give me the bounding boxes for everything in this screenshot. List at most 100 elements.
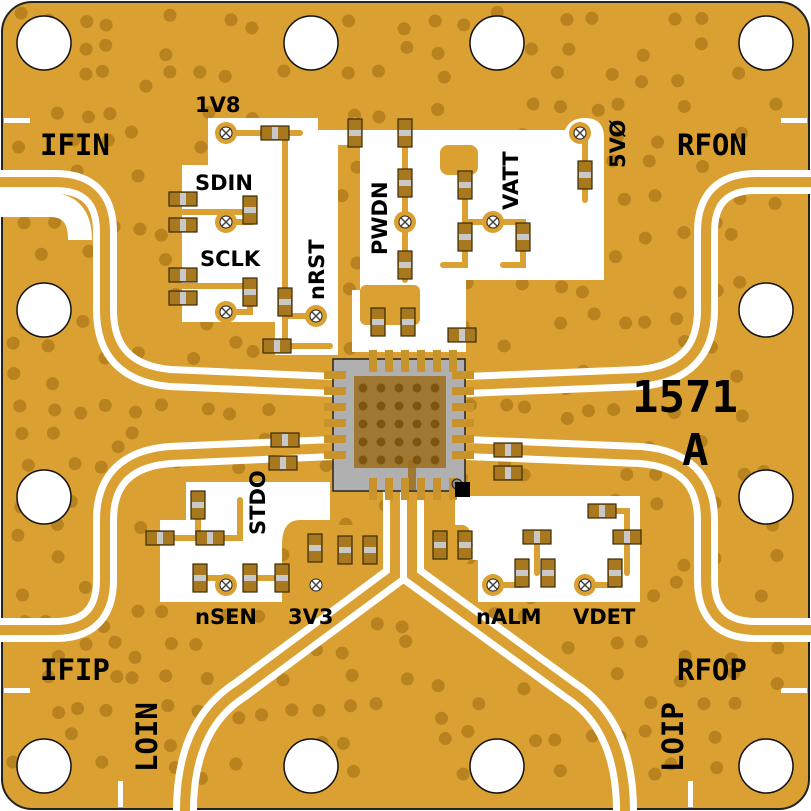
via <box>548 733 562 747</box>
via <box>560 411 574 425</box>
port-label-loip: LOIP <box>656 702 690 772</box>
smd-component <box>362 535 378 565</box>
via <box>99 703 113 717</box>
via <box>285 703 299 717</box>
port-label-rfop: RFOP <box>677 653 747 687</box>
via <box>51 649 65 663</box>
mounting-holes <box>16 15 794 794</box>
via <box>21 458 35 472</box>
via <box>201 402 215 416</box>
smd-component <box>260 125 290 141</box>
smd-component <box>337 535 353 565</box>
via <box>99 18 113 32</box>
via <box>610 130 624 144</box>
thermal-via <box>412 383 422 393</box>
via <box>255 708 269 722</box>
via <box>664 757 678 771</box>
test-point-icon <box>482 211 504 233</box>
mounting-hole <box>16 469 72 525</box>
thermal-via <box>376 455 386 465</box>
thermal-via <box>394 437 404 447</box>
signal-label-sclk: SCLK <box>200 247 261 271</box>
mounting-hole <box>283 15 339 71</box>
via <box>95 755 109 769</box>
via <box>488 607 502 621</box>
via <box>68 457 82 471</box>
signal-label-3v3: 3V3 <box>288 605 333 629</box>
chip-pin <box>401 350 409 372</box>
via <box>46 426 60 440</box>
via <box>608 250 622 264</box>
chip-pin <box>369 350 377 372</box>
mounting-hole <box>16 282 72 338</box>
signal-label-nsen: nSEN <box>195 605 257 629</box>
chip-pin <box>449 350 457 372</box>
via <box>400 40 414 54</box>
smd-component <box>274 563 290 593</box>
via <box>103 107 117 121</box>
via <box>11 528 25 542</box>
via <box>582 404 596 418</box>
via <box>461 724 475 738</box>
thermal-via <box>358 455 368 465</box>
via <box>525 42 539 56</box>
signal-label-nalm: nALM <box>476 605 541 629</box>
via <box>472 697 486 711</box>
via <box>610 667 624 681</box>
board-part-number: 1571 <box>632 372 738 423</box>
mounting-hole <box>469 738 525 794</box>
thermal-via <box>376 401 386 411</box>
via <box>221 608 235 622</box>
chip-pin <box>433 350 441 372</box>
via <box>735 409 749 423</box>
chip-pin <box>324 371 346 379</box>
via <box>649 467 663 481</box>
smd-component <box>397 118 413 148</box>
via <box>619 316 633 330</box>
smd-component <box>270 432 300 448</box>
via <box>232 711 246 725</box>
via <box>161 699 175 713</box>
via <box>277 64 291 78</box>
test-points <box>215 122 596 596</box>
via <box>94 460 108 474</box>
via <box>648 189 662 203</box>
via <box>695 11 709 25</box>
chip-pin <box>452 451 474 459</box>
smd-component <box>397 250 413 280</box>
via <box>312 703 326 717</box>
via <box>108 635 122 649</box>
smd-component <box>432 530 448 560</box>
via <box>187 352 201 366</box>
via <box>605 67 619 81</box>
signal-label-nrst: nRST <box>305 239 329 300</box>
via <box>638 315 652 329</box>
smd-component <box>242 277 258 307</box>
via <box>194 140 208 154</box>
via <box>64 727 78 741</box>
via <box>697 697 711 711</box>
via <box>34 247 48 261</box>
via <box>438 732 452 746</box>
smd-component <box>277 287 293 317</box>
via <box>560 12 574 26</box>
via <box>500 398 514 412</box>
via <box>12 140 26 154</box>
thermal-via <box>430 455 440 465</box>
smd-component <box>145 530 175 546</box>
via <box>370 617 384 631</box>
via <box>13 399 27 413</box>
via <box>200 671 214 685</box>
smd-component <box>195 530 225 546</box>
via <box>555 280 569 294</box>
via <box>724 227 738 241</box>
via <box>99 38 113 52</box>
via <box>400 672 414 686</box>
via <box>768 196 782 210</box>
via <box>770 548 784 562</box>
via <box>125 671 139 685</box>
via <box>518 400 532 414</box>
via <box>667 406 681 420</box>
via <box>585 11 599 25</box>
test-point-icon <box>215 574 237 596</box>
